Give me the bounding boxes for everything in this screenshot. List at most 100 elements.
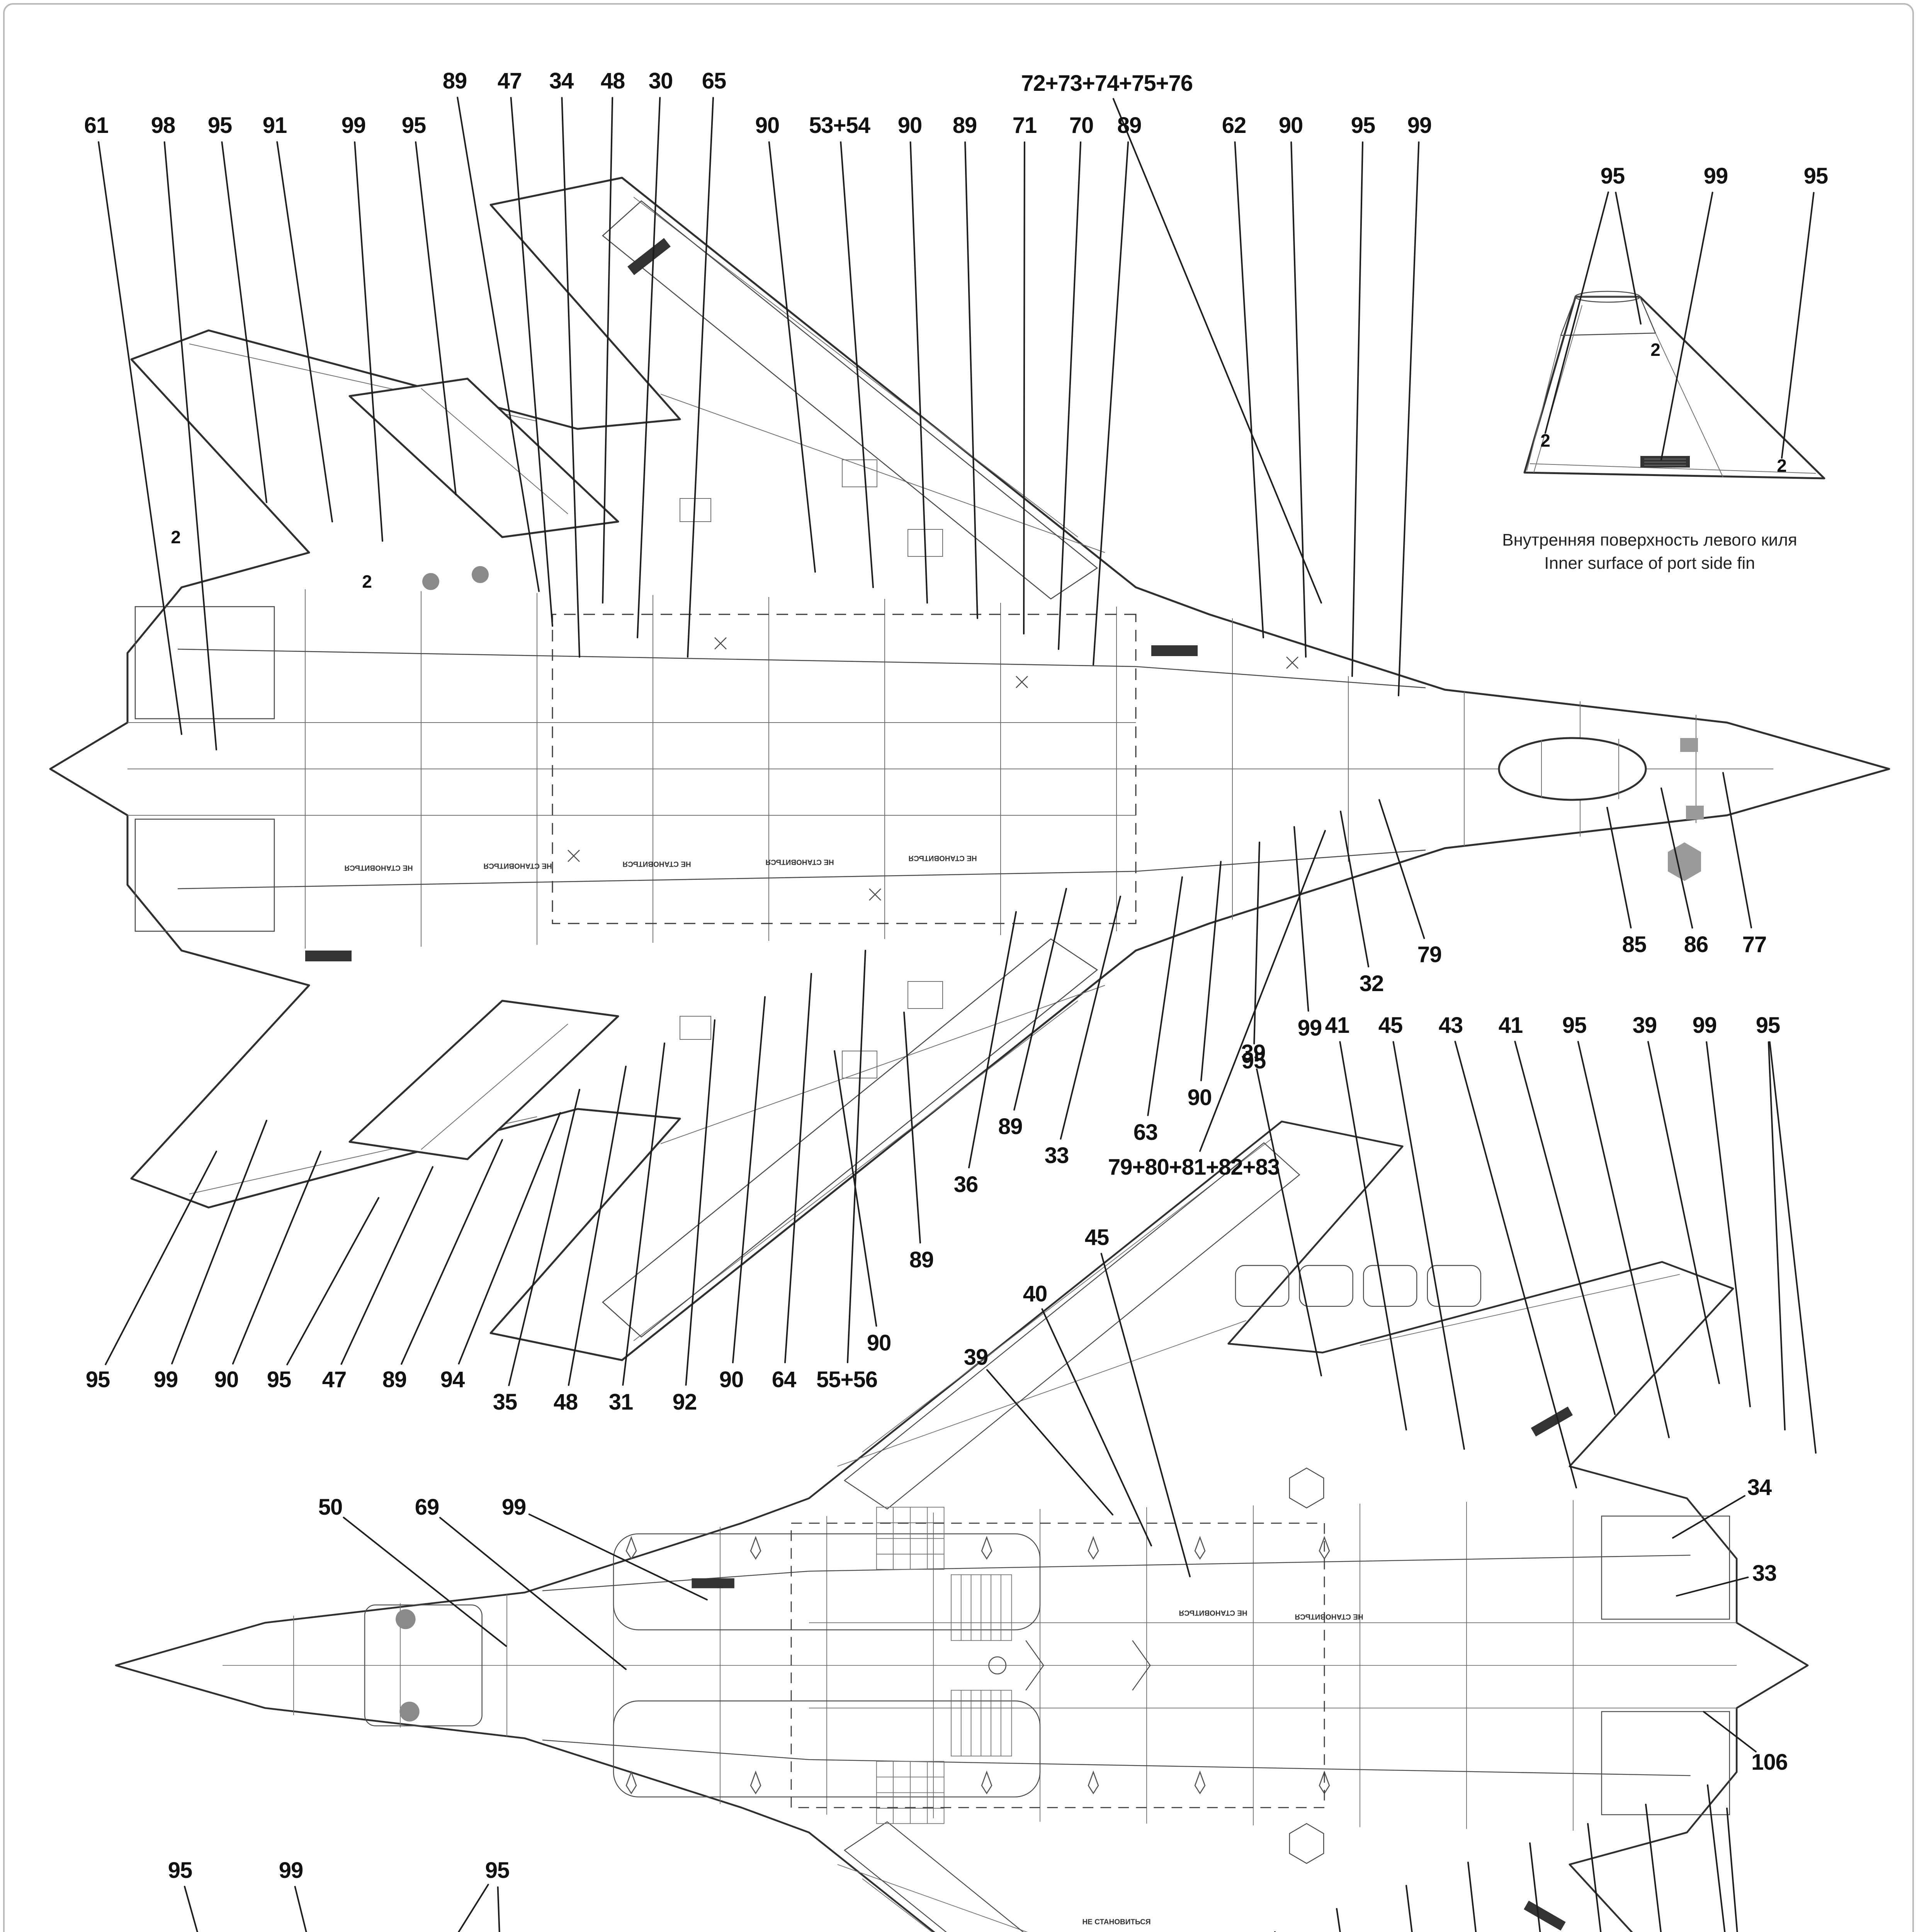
part-number-mark: 2 [1540, 430, 1550, 451]
leader-line [1672, 1495, 1745, 1539]
callout-label: 95 [1242, 1048, 1266, 1073]
callout-label: 99 [1693, 1013, 1717, 1038]
leader-line [1339, 1041, 1407, 1430]
callout-label: 95 [1756, 1013, 1780, 1038]
leader-line [171, 1120, 267, 1364]
callout-label: 90 [1279, 113, 1303, 138]
leader-line [1769, 1041, 1817, 1454]
leader-line [497, 1886, 500, 1932]
leader-line [1647, 1041, 1720, 1384]
no-step-stencil: НЕ СТАНОВИТЬСЯ [483, 862, 552, 870]
callout-label: 86 [1684, 932, 1708, 957]
callout-label: 39 [964, 1345, 988, 1370]
callout-label: 34 [549, 68, 574, 94]
no-step-stencil: НЕ СТАНОВИТЬСЯ [1295, 1612, 1363, 1621]
callout-label: 45 [1085, 1225, 1109, 1250]
callout-label: 99 [154, 1367, 178, 1392]
callout-label: 53+54 [809, 113, 870, 138]
no-step-stencil: НЕ СТАНОВИТЬСЯ [765, 858, 834, 866]
leader-line [1703, 1711, 1757, 1753]
leader-line [1398, 141, 1420, 696]
callout-label: 95 [1351, 113, 1375, 138]
callout-label: 47 [322, 1367, 347, 1392]
leader-line [732, 996, 766, 1364]
port-fin-caption-en: Inner surface of port side fin [1544, 554, 1755, 573]
callout-label: 95 [168, 1858, 192, 1883]
leader-line [1726, 1808, 1738, 1932]
leader-line [1112, 98, 1322, 604]
callout-label: 43 [1439, 1013, 1463, 1038]
leader-line [909, 141, 928, 604]
port-fin-diagram [1523, 291, 1825, 480]
leader-line [354, 141, 383, 542]
leader-line [457, 97, 540, 592]
callout-label: 69 [415, 1495, 439, 1520]
callout-label: 79 [1417, 942, 1442, 967]
leader-line [458, 1112, 561, 1365]
leader-line [1100, 1253, 1191, 1577]
leader-line-layer [98, 97, 1817, 1932]
no-step-stencil: НЕ СТАНОВИТЬСЯ [908, 854, 977, 862]
callout-label: 34 [1747, 1475, 1772, 1500]
callout-label: 30 [649, 68, 673, 94]
leader-line [602, 97, 614, 604]
leader-line [1013, 888, 1067, 1111]
leader-line [1293, 826, 1309, 1012]
callout-label: 90 [1188, 1085, 1212, 1110]
callout-label: 95 [1562, 1013, 1587, 1038]
leader-line [1577, 1041, 1670, 1438]
callout-label: 77 [1742, 932, 1767, 957]
leader-line [1645, 1804, 1662, 1932]
part-number-mark: 2 [1650, 340, 1660, 360]
callout-label: 99 [279, 1858, 303, 1883]
leader-line [1660, 192, 1713, 461]
leader-line [784, 973, 812, 1364]
top-view-aircraft-drawing [50, 178, 1889, 1360]
leader-line [568, 1066, 627, 1386]
leader-line [964, 141, 978, 619]
callout-label: 95 [1601, 163, 1625, 189]
callout-label: 33 [1752, 1561, 1777, 1586]
callout-label: 106 [1751, 1750, 1788, 1775]
leader-line [768, 141, 816, 573]
leader-line [232, 1151, 321, 1365]
leader-line [528, 1514, 708, 1600]
leader-line [1606, 807, 1632, 929]
callout-label: 89 [953, 113, 977, 138]
leader-line [343, 1517, 507, 1647]
leader-line [415, 141, 457, 495]
leader-line [1351, 141, 1364, 677]
leader-line [1514, 1041, 1616, 1415]
callout-label: 40 [1023, 1281, 1047, 1306]
leader-line [105, 1151, 217, 1365]
callout-label: 70 [1069, 113, 1094, 138]
callout-label: 99 [342, 113, 366, 138]
callout-label: 95 [1804, 163, 1828, 189]
leader-line [401, 1139, 503, 1365]
no-step-stencil: НЕ СТАНОВИТЬСЯ [1082, 1918, 1151, 1926]
callout-label: 91 [263, 113, 287, 138]
callout-label: 89 [1117, 113, 1142, 138]
leader-line [1392, 1041, 1465, 1450]
callout-label: 47 [498, 68, 522, 94]
leader-line [98, 141, 182, 735]
callout-label: 90 [214, 1367, 239, 1392]
leader-line [294, 1886, 307, 1932]
callout-label: 89 [998, 1114, 1023, 1139]
port-fin-caption-ru: Внутренняя поверхность левого киля [1502, 531, 1797, 549]
callout-label: 90 [898, 113, 922, 138]
callout-label: 99 [1407, 113, 1432, 138]
part-number-mark: 2 [362, 571, 372, 592]
leader-line [510, 97, 553, 627]
callout-label: 55+56 [816, 1367, 877, 1392]
leader-line [1093, 141, 1129, 665]
no-step-stencil: НЕ СТАНОВИТЬСЯ [344, 864, 413, 872]
callout-label: 95 [267, 1367, 291, 1392]
callout-label: 64 [772, 1367, 796, 1392]
callout-label: 33 [1045, 1143, 1069, 1168]
leader-line [561, 97, 580, 658]
leader-line [687, 97, 714, 658]
leader-line [1340, 811, 1370, 968]
leader-line [439, 1517, 627, 1670]
